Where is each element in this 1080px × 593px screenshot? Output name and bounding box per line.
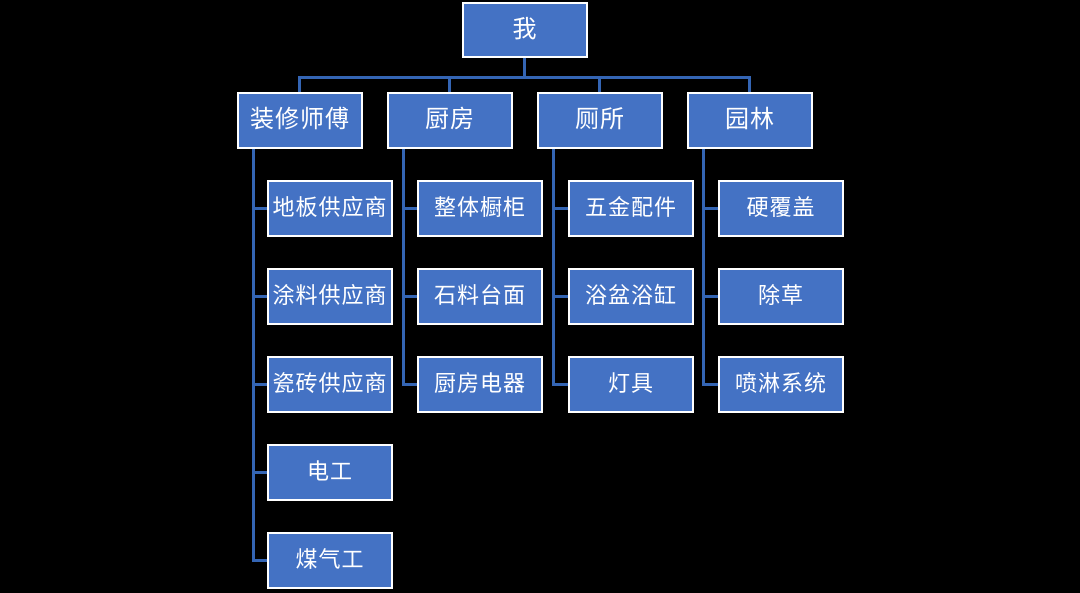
connector-stub-b1-c4 [252, 471, 268, 474]
connector-stub-b3-c3 [552, 383, 568, 386]
node-b1-child-2[interactable]: 涂料供应商 [267, 268, 393, 325]
node-root[interactable]: 我 [462, 2, 588, 58]
node-b1-child-5[interactable]: 煤气工 [267, 532, 393, 589]
connector-drop-branch-4 [748, 76, 751, 93]
connector-spine-branch-1 [252, 149, 255, 561]
connector-spine-branch-4 [702, 149, 705, 385]
node-b1-child-4[interactable]: 电工 [267, 444, 393, 501]
connector-stub-b3-c2 [552, 295, 568, 298]
node-b2-child-2[interactable]: 石料台面 [417, 268, 543, 325]
node-branch-4[interactable]: 园林 [687, 92, 813, 149]
connector-drop-branch-1 [298, 76, 301, 93]
connector-stub-b2-c3 [402, 383, 418, 386]
connector-root-stem [523, 58, 526, 77]
connector-stub-b1-c1 [252, 207, 268, 210]
connector-drop-branch-2 [448, 76, 451, 93]
node-b4-child-2[interactable]: 除草 [718, 268, 844, 325]
connector-stub-b2-c1 [402, 207, 418, 210]
connector-stub-b4-c1 [702, 207, 718, 210]
node-branch-2[interactable]: 厨房 [387, 92, 513, 149]
node-branch-1[interactable]: 装修师傅 [237, 92, 363, 149]
connector-stub-b2-c2 [402, 295, 418, 298]
node-b2-child-3[interactable]: 厨房电器 [417, 356, 543, 413]
connector-drop-branch-3 [598, 76, 601, 93]
node-b3-child-1[interactable]: 五金配件 [568, 180, 694, 237]
node-b1-child-3[interactable]: 瓷砖供应商 [267, 356, 393, 413]
connector-root-bus [298, 76, 751, 79]
connector-stub-b4-c2 [702, 295, 718, 298]
node-branch-3[interactable]: 厕所 [537, 92, 663, 149]
node-b3-child-3[interactable]: 灯具 [568, 356, 694, 413]
connector-spine-branch-2 [402, 149, 405, 385]
connector-stub-b1-c2 [252, 295, 268, 298]
connector-stub-b4-c3 [702, 383, 718, 386]
connector-stub-b3-c1 [552, 207, 568, 210]
connector-spine-branch-3 [552, 149, 555, 385]
node-b4-child-3[interactable]: 喷淋系统 [718, 356, 844, 413]
node-b3-child-2[interactable]: 浴盆浴缸 [568, 268, 694, 325]
node-b4-child-1[interactable]: 硬覆盖 [718, 180, 844, 237]
node-b2-child-1[interactable]: 整体橱柜 [417, 180, 543, 237]
connector-stub-b1-c5 [252, 559, 268, 562]
connector-stub-b1-c3 [252, 383, 268, 386]
node-b1-child-1[interactable]: 地板供应商 [267, 180, 393, 237]
